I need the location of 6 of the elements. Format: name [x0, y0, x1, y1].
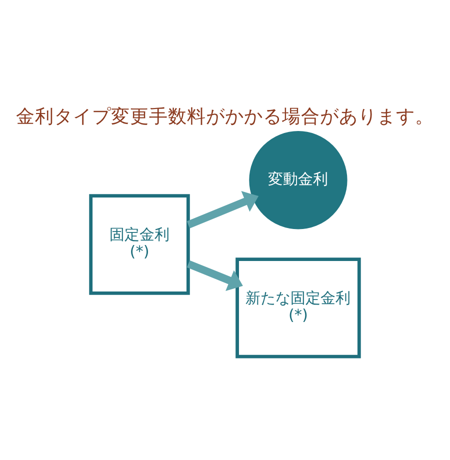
- diagram-title: 金利タイプ変更手数料がかかる場合があります。: [16, 106, 434, 128]
- arrow: [186, 190, 259, 228]
- node-box: 固定金利 (*): [89, 194, 190, 294]
- node-box: 新たな固定金利 (*): [236, 257, 361, 358]
- arrow: [186, 260, 243, 290]
- node-circle: 変動金利: [249, 130, 348, 229]
